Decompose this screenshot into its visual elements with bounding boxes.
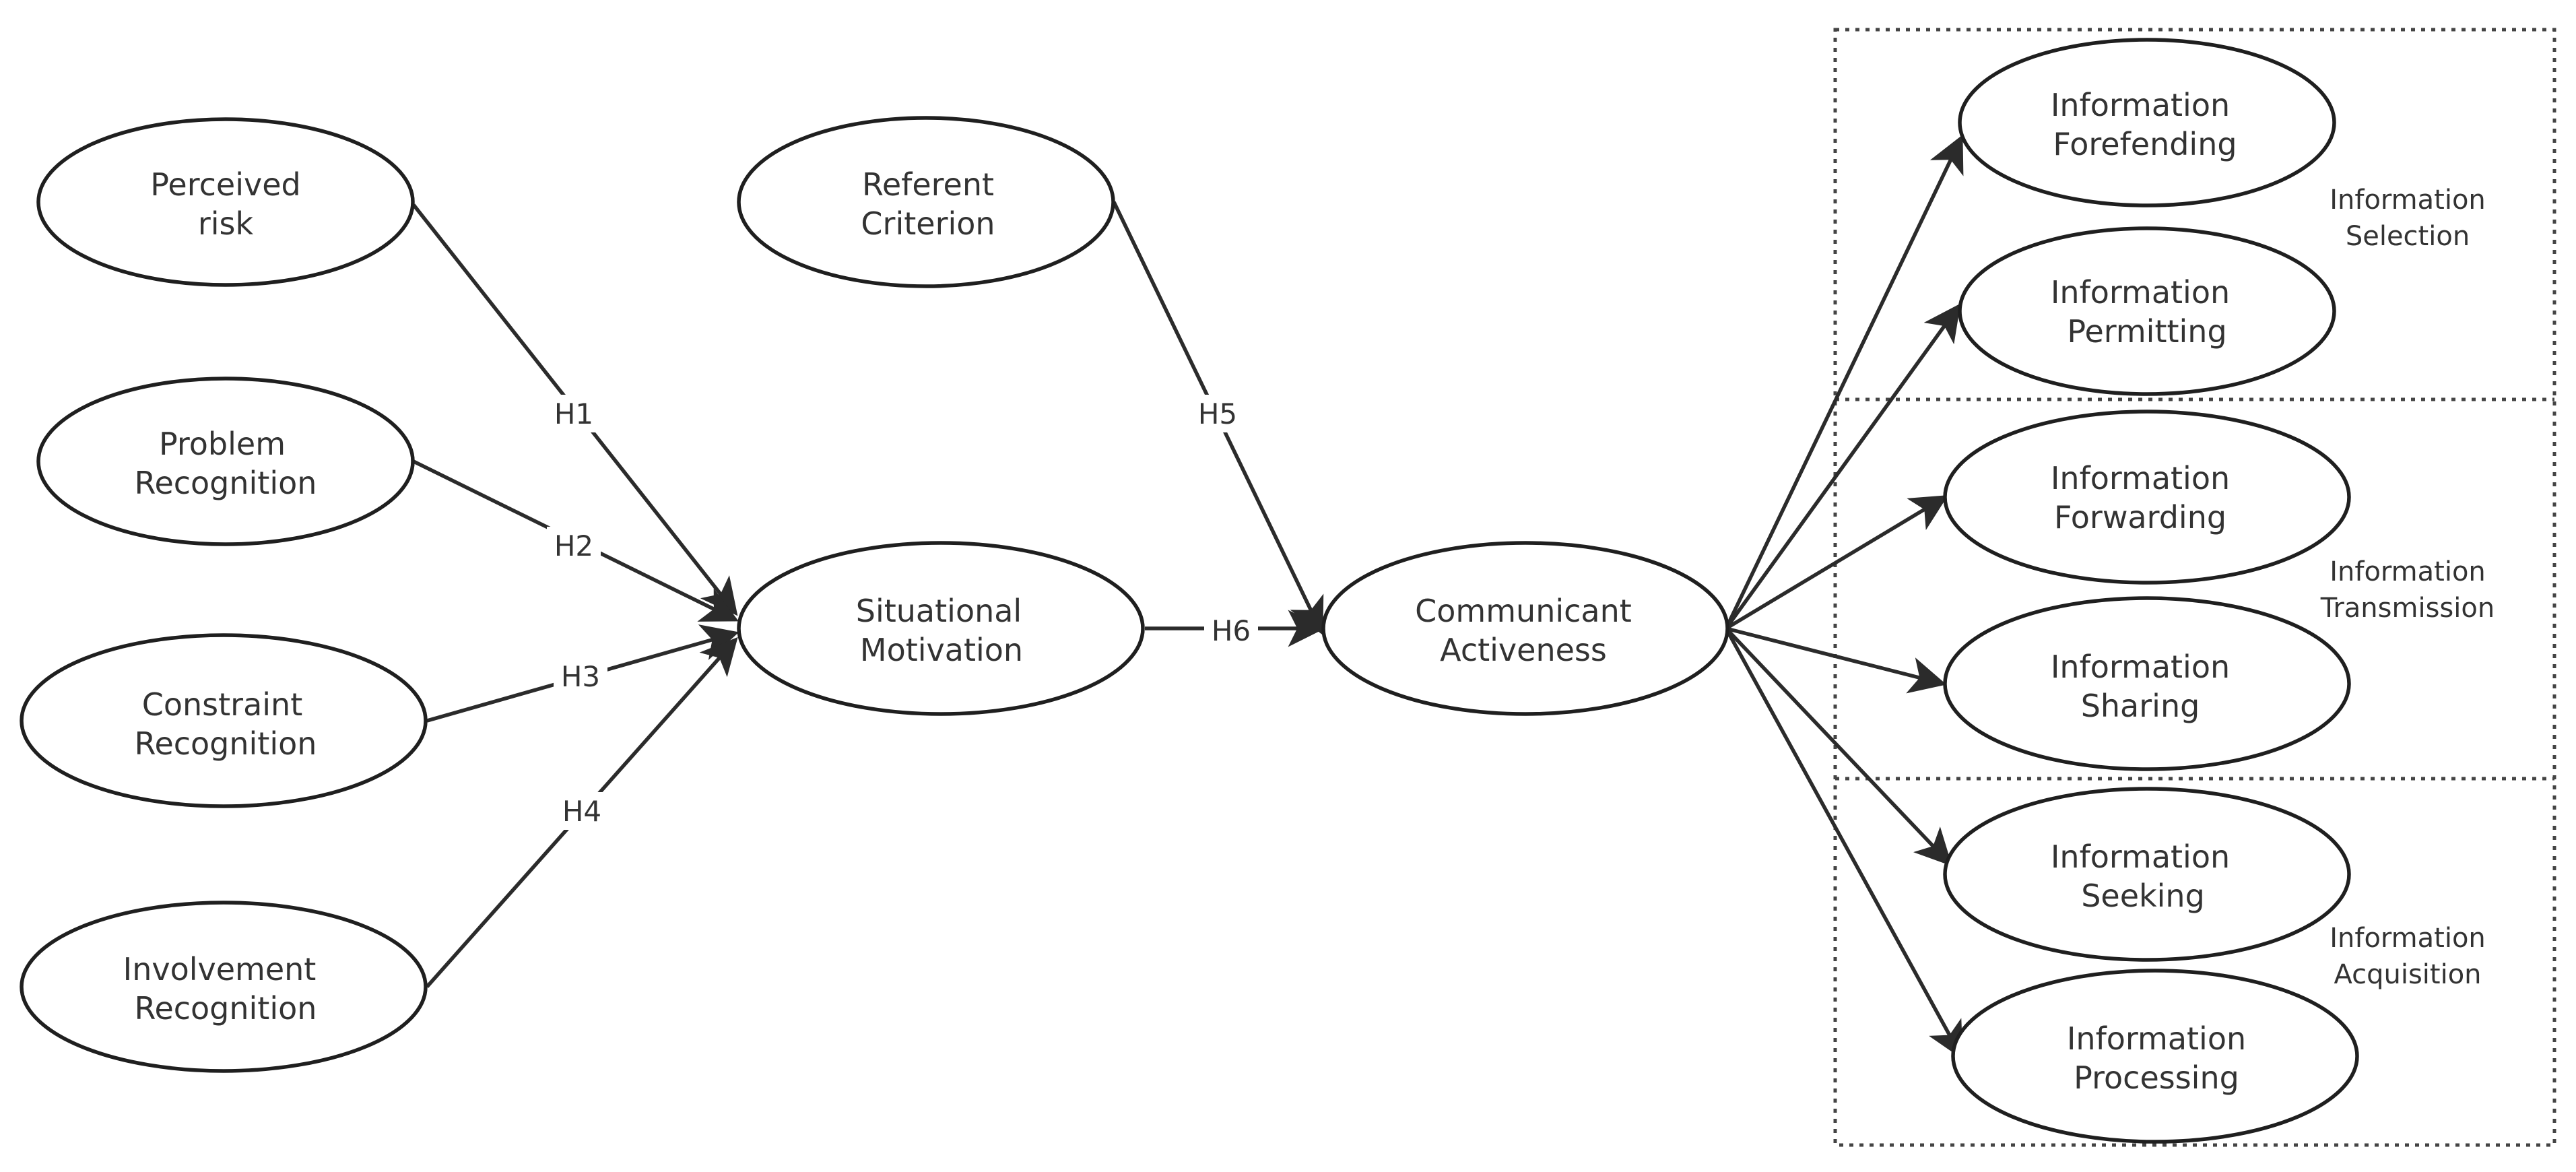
- group-label-information-acquisition: Information Acquisition: [2330, 923, 2486, 990]
- svg-text:Criterion: Criterion: [861, 205, 995, 242]
- svg-text:Information: Information: [2051, 460, 2230, 496]
- node-perceived-risk: Perceived risk: [36, 117, 415, 287]
- node-information-processing: Information Processing: [1951, 969, 2359, 1144]
- edge-activeness-to-sharing: [1725, 626, 1947, 694]
- svg-text:Communicant: Communicant: [1415, 593, 1632, 629]
- svg-text:Information: Information: [2051, 274, 2230, 311]
- svg-text:Problem: Problem: [159, 426, 286, 462]
- hypothesis-label-h4: H4: [555, 792, 609, 830]
- svg-text:Involvement: Involvement: [123, 951, 317, 987]
- node-situational-motivation: Situational Motivation: [737, 541, 1145, 716]
- group-label-information-transmission: Information Transmission: [2320, 556, 2495, 624]
- node-problem-recognition: Problem Recognition: [36, 377, 415, 546]
- svg-text:Referent: Referent: [862, 166, 994, 203]
- svg-text:Information: Information: [2067, 1020, 2246, 1057]
- node-information-forwarding: Information Forwarding: [1943, 410, 2351, 585]
- hypothesis-label-h6: H6: [1204, 612, 1258, 649]
- svg-text:Recognition: Recognition: [135, 990, 317, 1027]
- svg-text:H1: H1: [554, 397, 593, 430]
- node-information-permitting: Information Permitting: [1958, 226, 2336, 396]
- node-information-sharing: Information Sharing: [1943, 596, 2351, 771]
- svg-text:Perceived: Perceived: [150, 166, 300, 203]
- svg-text:Forefending: Forefending: [2053, 126, 2237, 162]
- svg-text:Information: Information: [2330, 923, 2486, 954]
- hypothesis-label-h1: H1: [547, 395, 601, 432]
- node-communicant-activeness: Communicant Activeness: [1321, 541, 1729, 716]
- node-involvement-recognition: Involvement Recognition: [20, 901, 428, 1073]
- node-referent-criterion: Referent Criterion: [737, 116, 1115, 288]
- outcome-groups-box: [1833, 28, 2556, 1147]
- svg-text:Transmission: Transmission: [2320, 593, 2495, 624]
- edge-activeness-to-forefending: [1724, 135, 1964, 630]
- hypothesis-label-h5: H5: [1191, 395, 1245, 432]
- svg-text:Information: Information: [2051, 87, 2230, 123]
- svg-text:Acquisition: Acquisition: [2334, 959, 2481, 990]
- edge-activeness-to-processing: [1724, 627, 1963, 1060]
- svg-text:Processing: Processing: [2074, 1060, 2239, 1096]
- edge-activeness-to-permitting: [1724, 303, 1961, 630]
- svg-text:H3: H3: [561, 660, 600, 693]
- svg-text:Constraint: Constraint: [142, 686, 303, 723]
- svg-text:H6: H6: [1212, 614, 1251, 647]
- svg-text:H2: H2: [554, 529, 593, 562]
- svg-text:Situational: Situational: [856, 593, 1022, 629]
- edge-activeness-to-seeking: [1725, 627, 1952, 866]
- svg-text:Recognition: Recognition: [135, 465, 317, 501]
- svg-text:Selection: Selection: [2346, 221, 2470, 252]
- svg-text:Information: Information: [2330, 556, 2486, 587]
- svg-text:Information: Information: [2051, 649, 2230, 685]
- svg-text:H5: H5: [1198, 397, 1237, 430]
- svg-text:Activeness: Activeness: [1440, 632, 1607, 668]
- svg-text:Permitting: Permitting: [2067, 313, 2226, 350]
- svg-text:Information: Information: [2051, 839, 2230, 875]
- hypothesis-label-h3: H3: [554, 657, 607, 695]
- edge-activeness-to-forwarding: [1725, 495, 1948, 630]
- svg-text:Information: Information: [2330, 185, 2486, 216]
- svg-text:Motivation: Motivation: [860, 632, 1023, 668]
- node-information-seeking: Information Seeking: [1943, 787, 2351, 962]
- svg-text:risk: risk: [198, 205, 254, 242]
- hypothesis-label-h2: H2: [547, 527, 601, 564]
- node-constraint-recognition: Constraint Recognition: [20, 633, 428, 808]
- svg-text:Forwarding: Forwarding: [2054, 499, 2226, 535]
- svg-text:Sharing: Sharing: [2081, 688, 2200, 724]
- svg-text:Seeking: Seeking: [2081, 878, 2205, 914]
- group-label-information-selection: Information Selection: [2330, 185, 2486, 252]
- node-information-forefending: Information Forefending: [1958, 38, 2336, 207]
- svg-text:H4: H4: [562, 795, 601, 828]
- svg-text:Recognition: Recognition: [135, 725, 317, 762]
